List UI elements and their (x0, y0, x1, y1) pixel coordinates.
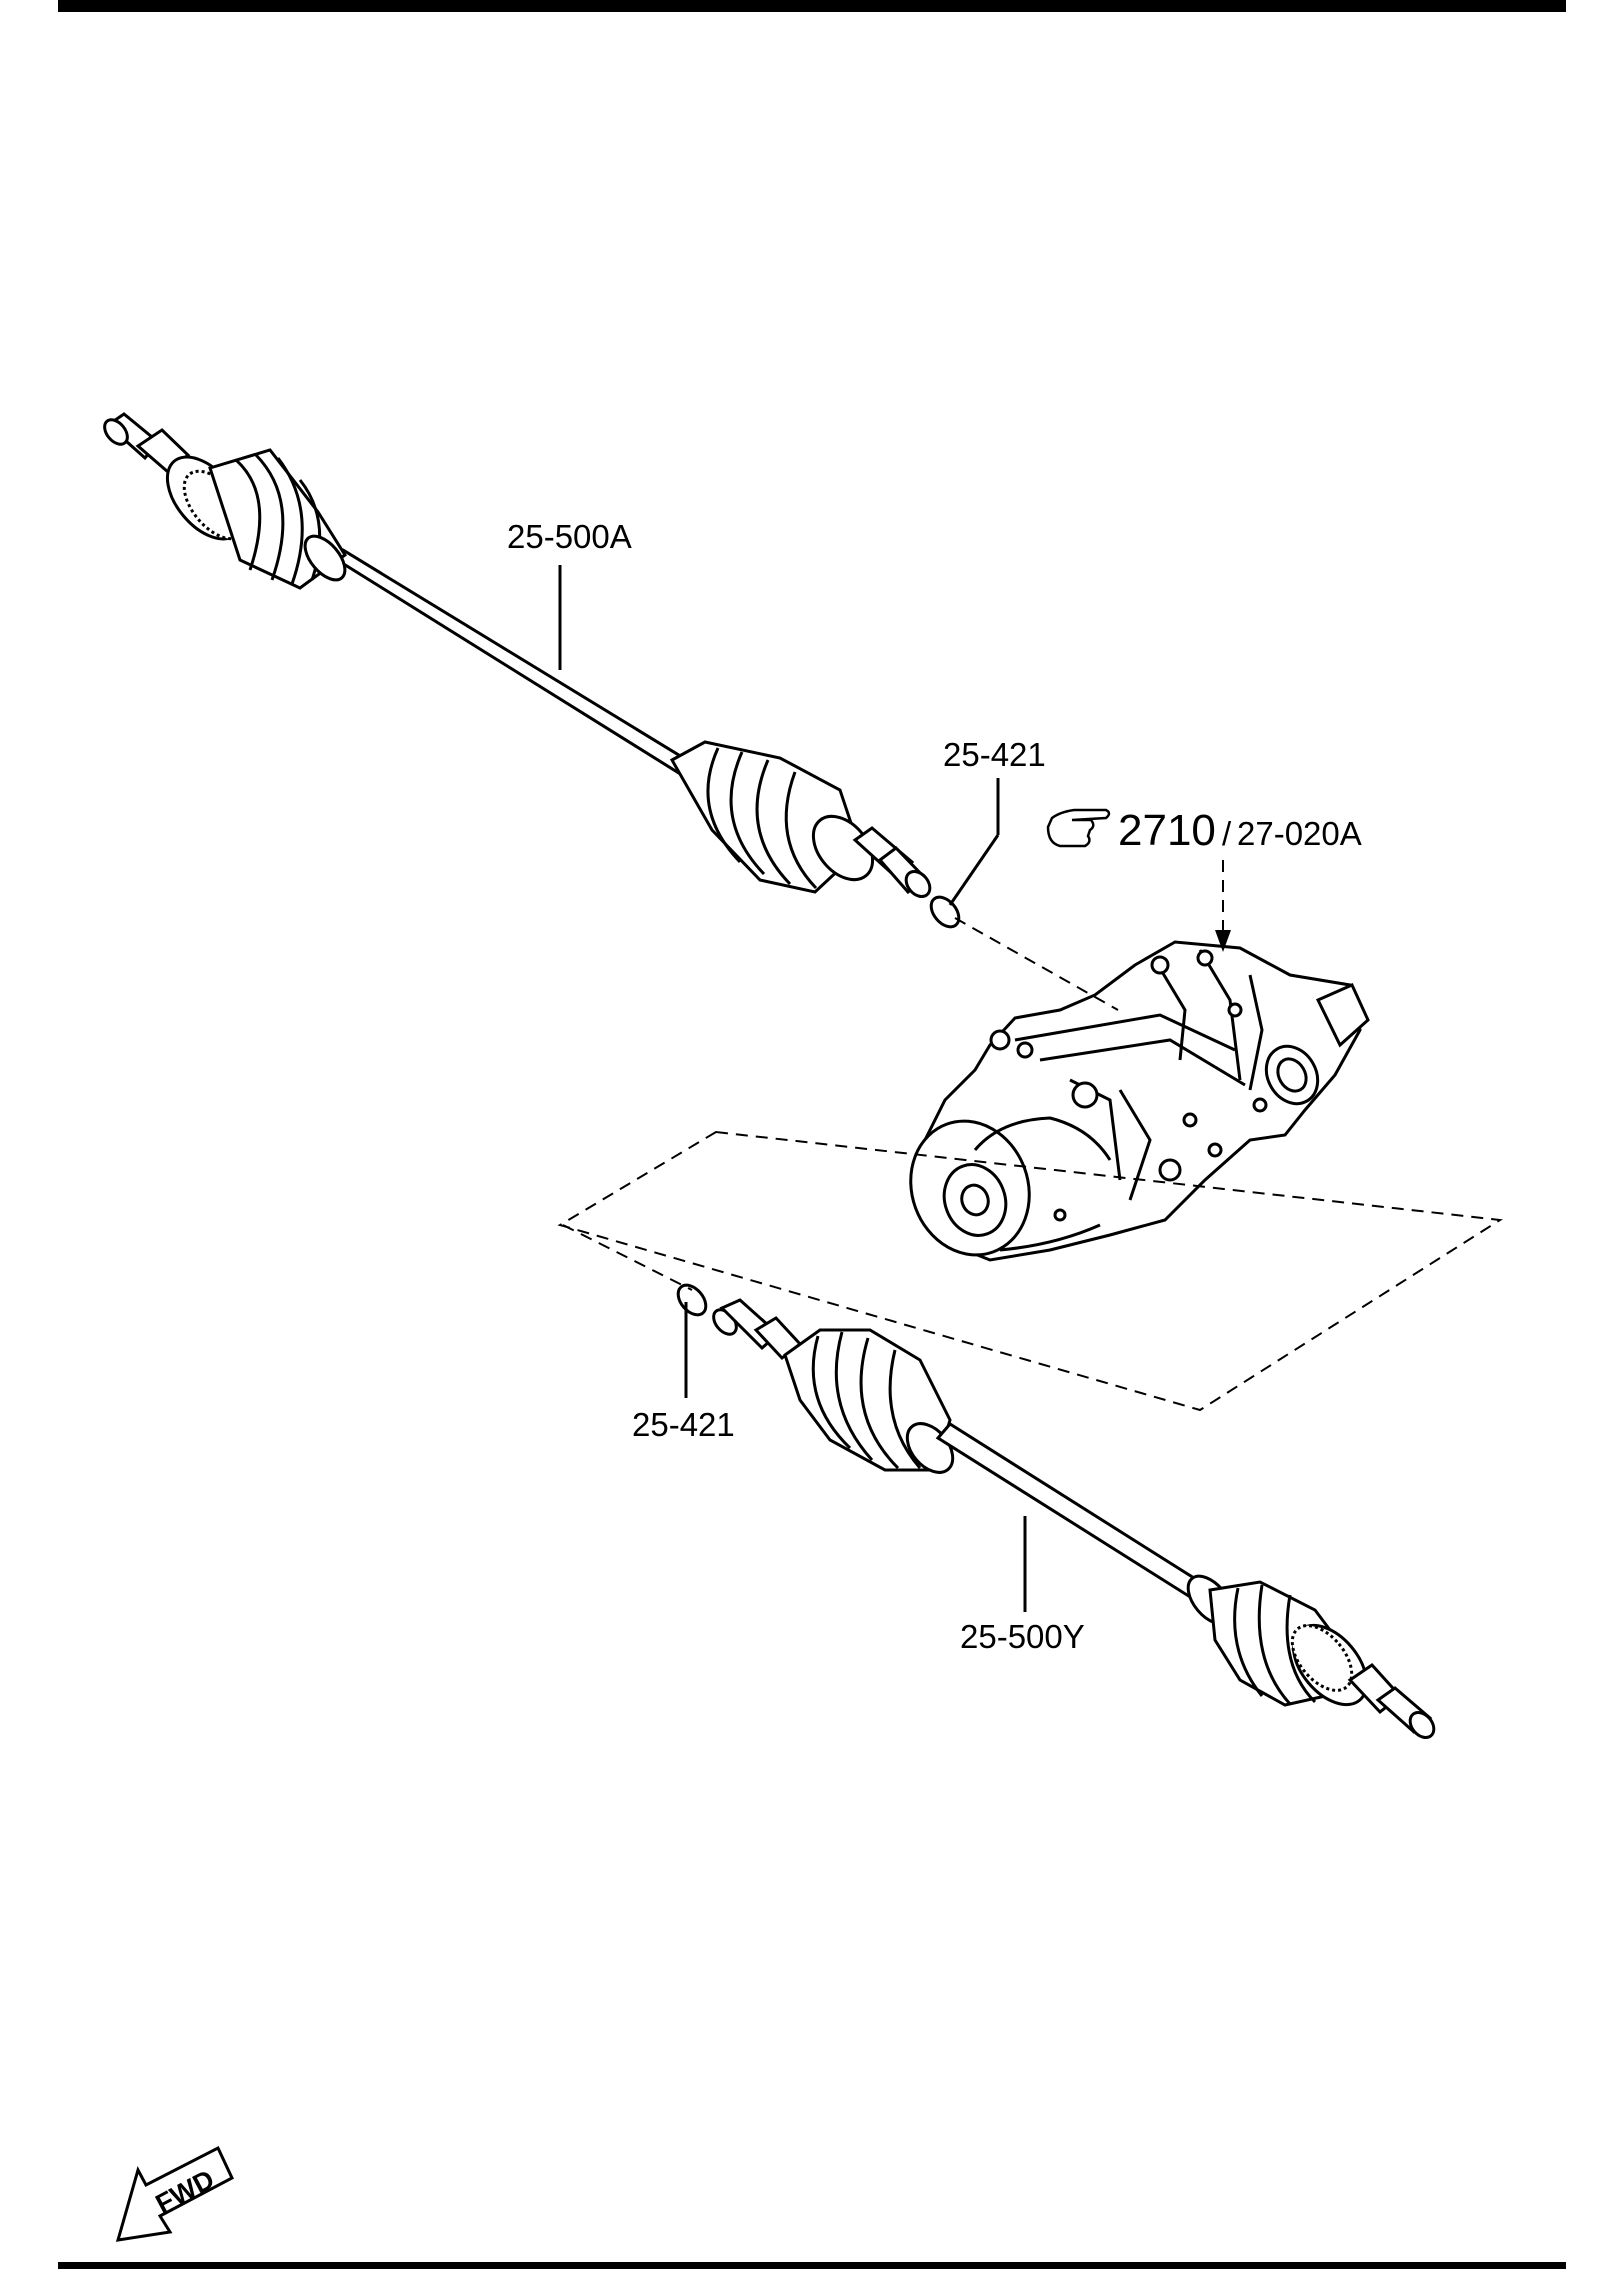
circlip-rear (676, 1283, 708, 1317)
label-drive-shaft-rear: 25-500Y (960, 1618, 1085, 1655)
bottom-border (58, 2262, 1566, 2269)
drive-shaft-rear (712, 1298, 1436, 1740)
rear-differential (909, 940, 1370, 1262)
drive-shaft-front (103, 412, 932, 899)
circlip-front (929, 895, 961, 929)
forward-direction-badge: FWD (115, 2145, 234, 2242)
label-circlip-rear: 25-421 (632, 1406, 735, 1443)
reference-part-number: 27-020A (1237, 815, 1362, 852)
top-border (58, 0, 1566, 12)
fwd-arrow-icon (115, 2145, 234, 2242)
reference-callout: 2710 / 27-020A (1046, 806, 1362, 855)
label-circlip-front: 25-421 (943, 736, 1046, 773)
pointing-hand-icon (1046, 808, 1111, 848)
reference-separator: / (1222, 815, 1232, 852)
leader-lines (558, 565, 1027, 1612)
reference-arrowhead (1215, 930, 1231, 952)
label-drive-shaft-front: 25-500A (507, 518, 632, 555)
reference-section-number: 2710 (1118, 806, 1216, 855)
alignment-lines (557, 860, 1503, 1412)
